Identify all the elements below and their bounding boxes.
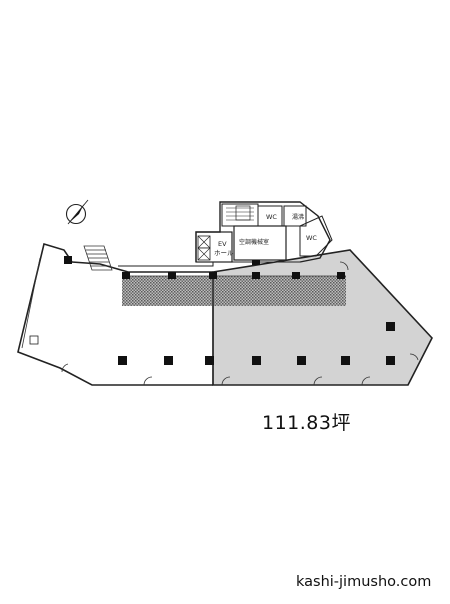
north-arrow-icon bbox=[65, 199, 89, 225]
wc-label-1: WC bbox=[266, 213, 277, 221]
wc-label-2: WC bbox=[306, 234, 317, 242]
columns bbox=[64, 256, 395, 365]
core bbox=[195, 201, 333, 263]
corridor-right bbox=[214, 276, 346, 306]
door-swings bbox=[61, 261, 419, 386]
stair-left bbox=[83, 245, 113, 271]
ev-hall-label-2: ホール bbox=[214, 249, 234, 257]
leased-area bbox=[212, 249, 433, 386]
floor-outline bbox=[17, 242, 213, 386]
mech-room-label: 空調機械室 bbox=[239, 238, 269, 246]
ev-hall-label: EV bbox=[218, 240, 227, 248]
floor-area-label: 111.83坪 bbox=[262, 412, 351, 434]
kitchen-label: 湯沸 bbox=[292, 213, 304, 221]
site-watermark: kashi-jimusho.com bbox=[296, 574, 432, 590]
corridor-left bbox=[122, 276, 212, 306]
